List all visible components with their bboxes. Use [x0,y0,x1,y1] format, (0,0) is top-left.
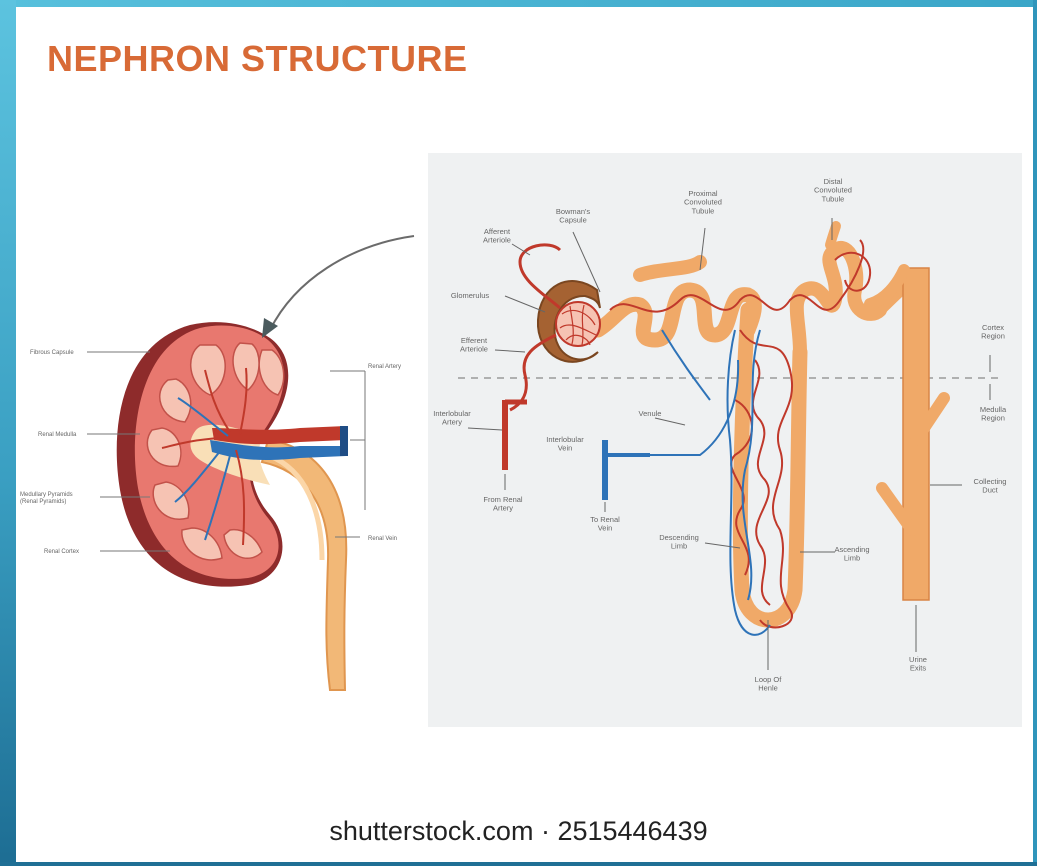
label-medullary-pyramids: Medullary Pyramids(Renal Pyramids) [20,492,73,505]
nephron-panel [428,153,1022,727]
label-venule: Venule [639,409,662,418]
label-renal-vein: Renal Vein [368,536,397,542]
glomerulus [556,302,600,346]
label-renal-artery: Renal Artery [368,364,401,370]
zoom-arrow [270,236,414,330]
label-renal-medulla: Renal Medulla [38,432,77,438]
label-renal-cortex: Renal Cortex [44,549,79,555]
watermark: shutterstock.com · 2515446439 [0,816,1037,847]
label-fibrous-capsule: Fibrous Capsule [30,350,74,356]
kidney-illustration [117,322,348,690]
label-glomerulus: Glomerulus [451,291,490,300]
renal-artery [212,426,346,444]
watermark-text: shutterstock.com · 2515446439 [329,816,707,846]
